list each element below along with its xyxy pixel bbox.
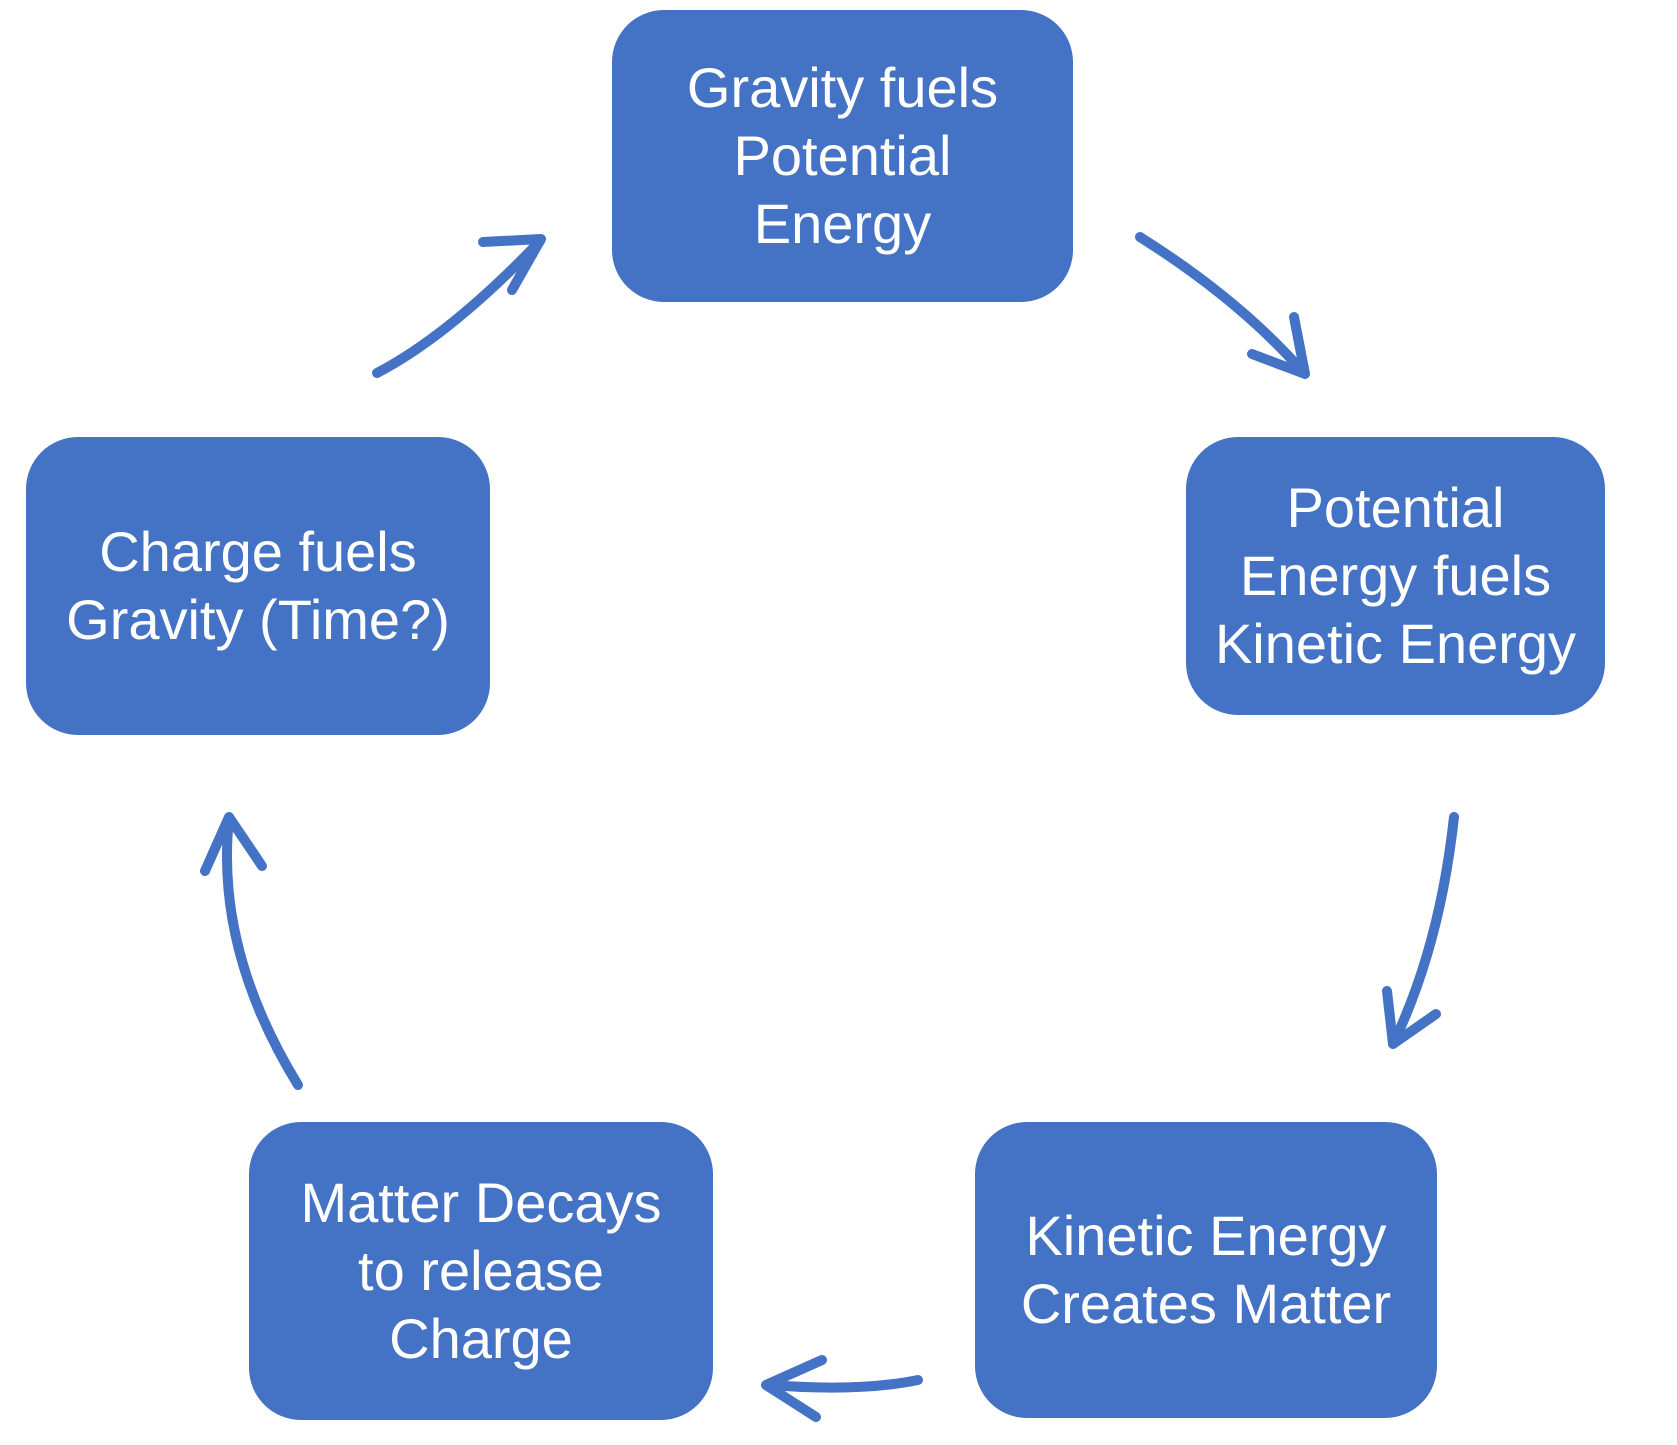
node-charge-fuels-gravity: Charge fuels Gravity (Time?) <box>26 437 490 735</box>
node-potential-fuels-kinetic: Potential Energy fuels Kinetic Energy <box>1186 437 1605 715</box>
arrow-bottomleft-to-left-icon <box>200 812 303 1090</box>
node-kinetic-creates-matter: Kinetic Energy Creates Matter <box>975 1122 1437 1418</box>
arrow-right-to-bottom-icon <box>1382 812 1459 1049</box>
node-label-gravity-fuels-potential: Gravity fuels Potential Energy <box>686 55 999 256</box>
arrow-bottomright-to-bottomleft-icon <box>761 1355 923 1422</box>
node-label-matter-releases-charge: Matter Decays to release Charge <box>300 1170 662 1371</box>
arrow-top-to-right-icon <box>1135 232 1310 379</box>
node-matter-releases-charge: Matter Decays to release Charge <box>249 1122 713 1420</box>
node-gravity-fuels-potential: Gravity fuels Potential Energy <box>612 10 1073 302</box>
node-label-charge-fuels-gravity: Charge fuels Gravity (Time?) <box>66 519 450 651</box>
node-label-potential-fuels-kinetic: Potential Energy fuels Kinetic Energy <box>1214 475 1577 676</box>
node-label-kinetic-creates-matter: Kinetic Energy Creates Matter <box>1020 1203 1392 1335</box>
arrow-left-to-top-icon <box>372 234 546 378</box>
